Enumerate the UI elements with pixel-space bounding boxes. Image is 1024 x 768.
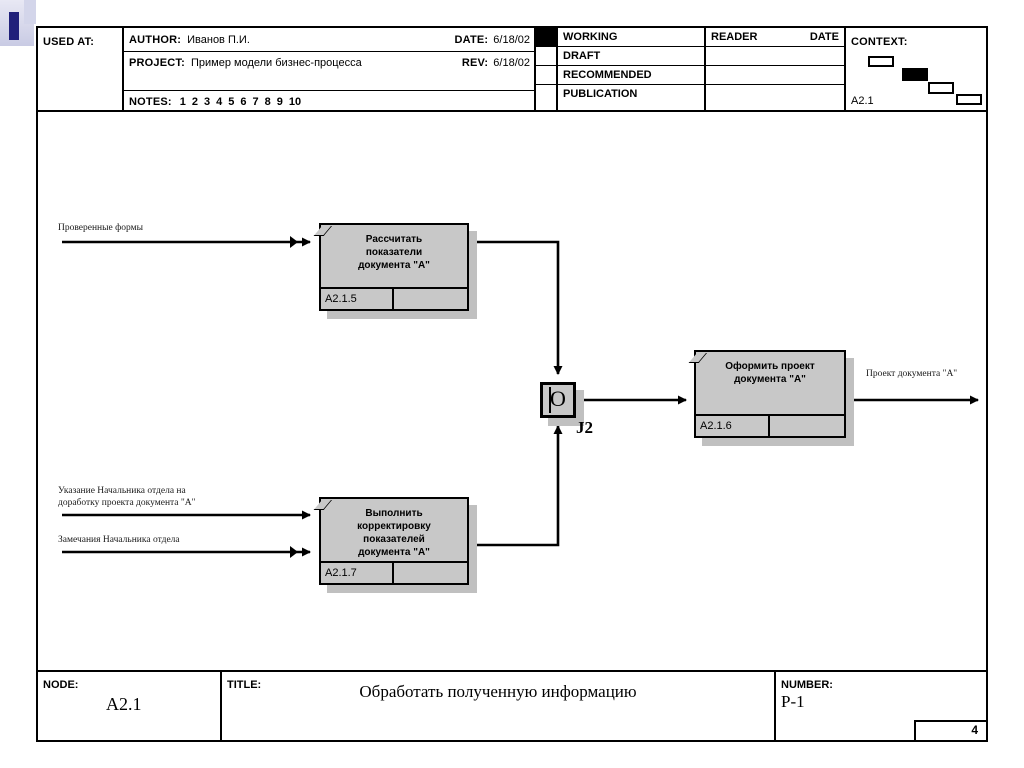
context-label: CONTEXT: <box>851 36 908 48</box>
status-checkbox-recommended[interactable] <box>536 66 556 85</box>
status-checkbox-publication[interactable] <box>536 85 556 104</box>
reader-label: READER <box>711 31 758 43</box>
activity-code: A2.1.5 <box>321 289 394 309</box>
page-number-box: 4 <box>914 720 988 742</box>
context-thumb-2-current <box>902 68 928 81</box>
notes-number[interactable]: 5 <box>228 95 235 108</box>
date-value: 6/18/02 <box>493 33 530 46</box>
title-cell: TITLE: Обработать полученную информацию <box>222 672 776 740</box>
reader-date-header: READER DATE <box>706 28 844 47</box>
activity-box-A2-1-7[interactable]: Выполнить корректировку показателей доку… <box>313 497 469 585</box>
junction-inner-bar <box>546 387 551 413</box>
number-label: NUMBER: <box>781 679 833 691</box>
number-cell: NUMBER: P-1 4 <box>776 672 988 742</box>
notes-number[interactable]: 9 <box>276 95 283 108</box>
date-label: DATE: <box>454 33 489 46</box>
rev-value: 6/18/02 <box>493 56 530 69</box>
label-draft-document: Проект документа "А" <box>866 369 958 379</box>
author-value: Иванов П.И. <box>187 33 250 46</box>
used-at-cell: USED AT: <box>38 28 124 110</box>
status-row-working: WORKING <box>558 28 704 47</box>
arrow-a215-to-junction <box>469 240 563 375</box>
notes-number[interactable]: 4 <box>216 95 223 108</box>
activity-code: A2.1.6 <box>696 416 770 436</box>
node-cell: NODE: A2.1 <box>38 672 222 740</box>
node-value: A2.1 <box>106 694 142 714</box>
date-col-label: DATE <box>809 31 839 43</box>
title-value: Обработать полученную информацию <box>359 682 637 701</box>
notes-label: NOTES: <box>129 95 172 108</box>
activity-code-blank <box>770 416 844 436</box>
reader-date-column: READER DATE <box>706 28 846 110</box>
activity-name: Рассчитать показатели документа "А" <box>358 234 430 271</box>
used-at-label: USED AT: <box>43 36 95 48</box>
slide-decoration-tab <box>24 0 36 24</box>
status-checkbox-column[interactable] <box>536 28 558 110</box>
label-verified-forms: Проверенные формы <box>58 223 144 233</box>
context-cell: CONTEXT: A2.1 <box>846 28 986 110</box>
activity-code-blank <box>394 563 467 583</box>
label-instruction: Указание Начальника отдела на доработку … <box>58 486 196 508</box>
junction-label: J2 <box>576 418 593 437</box>
arrow-layer <box>62 236 979 558</box>
number-value: P-1 <box>781 692 805 711</box>
activity-box-A2-1-6[interactable]: Оформить проект документа "А" A2.1.6 <box>688 350 846 438</box>
notes-number[interactable]: 1 <box>179 95 186 108</box>
activity-footer: A2.1.6 <box>696 414 844 436</box>
notes-number[interactable]: 8 <box>264 95 271 108</box>
activity-box-A2-1-5[interactable]: Рассчитать показатели документа "А" A2.1… <box>313 223 469 311</box>
activity-footer: A2.1.7 <box>321 561 467 583</box>
project-value: Пример модели бизнес-процесса <box>191 56 362 69</box>
context-code: A2.1 <box>851 95 874 107</box>
idef0-diagram-sheet: USED AT: AUTHOR: Иванов П.И. DATE: 6/18/… <box>36 26 988 742</box>
arrow-a217-to-junction <box>469 425 563 547</box>
label-remarks: Замечания Начальника отдела <box>58 535 180 545</box>
context-thumb-1 <box>868 56 894 67</box>
notes-number[interactable]: 6 <box>240 95 247 108</box>
status-row-publication: PUBLICATION <box>563 88 638 100</box>
author-label: AUTHOR: <box>129 33 182 46</box>
status-row-draft: DRAFT <box>558 47 704 66</box>
activity-code: A2.1.7 <box>321 563 394 583</box>
author-cell: AUTHOR: Иванов П.И. DATE: 6/18/02 PROJEC… <box>124 28 536 110</box>
activity-name: Оформить проект документа "А" <box>725 361 815 385</box>
diagram-footer: NODE: A2.1 TITLE: Обработать полученную … <box>38 670 988 742</box>
activity-name: Выполнить корректировку показателей доку… <box>357 508 431 558</box>
author-row: AUTHOR: Иванов П.И. DATE: 6/18/02 <box>129 30 530 49</box>
junction-or[interactable]: O <box>540 382 576 418</box>
arrow-verified-forms-tunnel-head <box>290 236 298 248</box>
notes-number[interactable]: 7 <box>252 95 259 108</box>
context-thumb-3 <box>928 82 954 94</box>
diagram-header: USED AT: AUTHOR: Иванов П.И. DATE: 6/18/… <box>38 28 986 112</box>
project-label: PROJECT: <box>129 56 185 69</box>
status-checkbox-draft[interactable] <box>536 47 556 66</box>
slide-decoration-bar <box>9 12 19 40</box>
notes-number[interactable]: 3 <box>204 95 211 108</box>
diagram-canvas: Рассчитать показатели документа "А" A2.1… <box>38 112 986 672</box>
title-label: TITLE: <box>227 679 262 691</box>
rev-label: REV: <box>461 56 489 69</box>
node-label: NODE: <box>43 679 79 691</box>
status-row-recommended: RECOMMENDED <box>558 66 704 85</box>
reader-date-cell[interactable] <box>706 66 844 85</box>
status-checkbox-working[interactable] <box>536 28 556 47</box>
notes-number[interactable]: 10 <box>288 95 302 108</box>
junction-glyph: O <box>550 386 566 411</box>
project-row: PROJECT: Пример модели бизнес-процесса R… <box>129 51 530 72</box>
activity-code-blank <box>394 289 467 309</box>
page-number: 4 <box>971 723 978 737</box>
arrow-remarks-tunnel-head <box>290 546 298 558</box>
reader-date-cell[interactable] <box>706 85 844 104</box>
reader-date-cell[interactable] <box>706 47 844 66</box>
activity-footer: A2.1.5 <box>321 287 467 309</box>
context-thumb-4 <box>956 94 982 105</box>
notes-number[interactable]: 2 <box>191 95 199 108</box>
